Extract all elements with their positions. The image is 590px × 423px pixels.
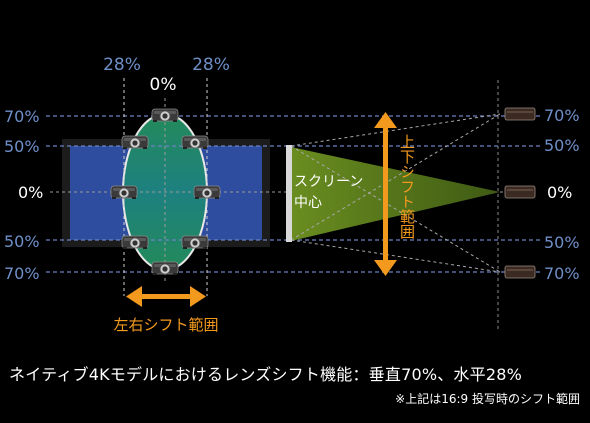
right-50-bottom: 50% bbox=[544, 233, 580, 252]
projector-icon bbox=[193, 185, 221, 200]
projector-icon bbox=[504, 107, 536, 121]
double-arrow-horizontal-icon bbox=[126, 286, 206, 307]
left-70-bottom: 70% bbox=[4, 264, 40, 283]
projector-icon bbox=[181, 135, 209, 150]
projector-icon bbox=[121, 235, 149, 250]
horizontal-shift-range-label: 左右シフト範囲 bbox=[113, 316, 218, 334]
side-projector-positions bbox=[504, 107, 536, 279]
right-50-top: 50% bbox=[544, 136, 580, 155]
projector-icon bbox=[121, 135, 149, 150]
right-70-bottom: 70% bbox=[544, 264, 580, 283]
vertical-shift-range-label: 上下シフト範囲 bbox=[398, 134, 416, 239]
projector-icon bbox=[181, 235, 209, 250]
projector-icon bbox=[504, 185, 536, 199]
left-70-top: 70% bbox=[4, 107, 40, 126]
left-50-bottom: 50% bbox=[4, 232, 40, 251]
horizontal-pct-right: 28% bbox=[192, 55, 230, 75]
left-0: 0% bbox=[18, 183, 43, 202]
screen-center-label-line2: 中心 bbox=[294, 195, 322, 211]
projection-beam bbox=[291, 147, 500, 241]
projector-icon bbox=[504, 265, 536, 279]
note-caption: ※上記は16:9 投写時のシフト範囲 bbox=[395, 392, 580, 406]
projector-icon bbox=[110, 185, 138, 200]
screen-center-label-line1: スクリーン bbox=[294, 174, 363, 190]
screen-side-view bbox=[286, 145, 292, 242]
left-50-top: 50% bbox=[4, 137, 40, 156]
horizontal-pct-center: 0% bbox=[150, 75, 177, 95]
horizontal-pct-left: 28% bbox=[103, 55, 141, 75]
projection-rays bbox=[290, 113, 501, 273]
main-caption: ネイティブ4Kモデルにおけるレンズシフト機能：垂直70%、水平28% bbox=[9, 365, 522, 384]
right-70-top: 70% bbox=[544, 106, 580, 125]
projector-icon bbox=[151, 261, 179, 276]
double-arrow-vertical-icon bbox=[374, 112, 397, 276]
projector-icon bbox=[151, 108, 179, 123]
right-0: 0% bbox=[547, 183, 572, 202]
